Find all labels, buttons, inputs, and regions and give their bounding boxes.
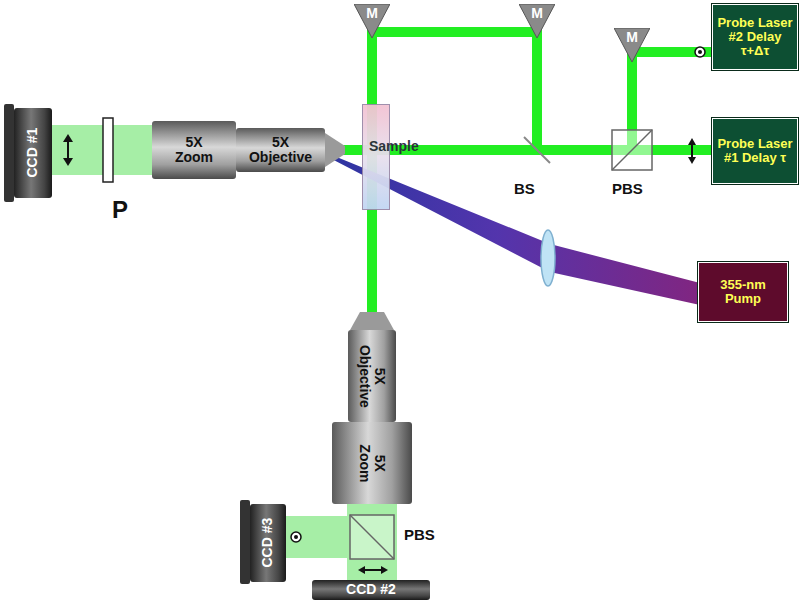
imaging-beam [286, 516, 350, 558]
mirror-label: M [531, 6, 543, 21]
pbs-label: PBS [404, 526, 435, 543]
probe-laser: Probe Laser #2 Delay τ+Δτ [712, 4, 798, 70]
beam-splitter-label: BS [514, 180, 535, 197]
objective-lens: 5X Objective [236, 128, 325, 172]
mirror-label: M [626, 30, 638, 45]
polarizer-label: P [112, 196, 128, 224]
imaging-beam [50, 125, 152, 175]
pbs-cube [350, 515, 394, 559]
probe-laser: Probe Laser #1 Delay τ [712, 118, 798, 184]
ccd-camera: CCD #1 [14, 108, 52, 198]
mirror-wedge [519, 4, 555, 38]
camera-plate [240, 500, 250, 584]
mirror-wedge [614, 28, 650, 62]
component-label: Probe Laser #2 Delay τ+Δτ [716, 16, 794, 59]
zoom-lens: 5X Zoom [152, 121, 236, 179]
mirror: M [614, 28, 650, 62]
mirror: M [354, 4, 390, 38]
objective-tip [325, 133, 345, 167]
component-label: 5X Zoom [357, 444, 388, 482]
component-label: 5X Zoom [175, 135, 213, 166]
beam-splitter [524, 137, 550, 163]
component-label: CCD #3 [260, 518, 275, 568]
component-label: CCD #1 [25, 128, 40, 178]
component-label: 5X Objective [249, 135, 312, 166]
ccd-camera: CCD #2 [312, 580, 430, 600]
pbs-cube [612, 130, 652, 170]
mirror: M [519, 4, 555, 38]
component-label: 355-nm Pump [702, 278, 784, 307]
objective-lens: 5X Objective [348, 330, 396, 422]
polarization-dot [291, 47, 705, 542]
mirror-wedge [354, 4, 390, 38]
ccd-camera: CCD #3 [250, 504, 286, 582]
component-label: CCD #2 [346, 582, 396, 597]
focusing-lens [541, 230, 555, 286]
component-label: 5X Objective [357, 344, 388, 407]
camera-plate [4, 104, 14, 202]
mirror-label: M [366, 6, 378, 21]
imaging-beam [347, 504, 397, 580]
polarizer [103, 118, 113, 182]
objective-tip [350, 312, 394, 330]
zoom-lens: 5X Zoom [332, 422, 412, 504]
probe-beam [372, 32, 537, 330]
component-label: Sample [369, 139, 419, 154]
pbs-label: PBS [612, 180, 643, 197]
pump-laser: 355-nm Pump [698, 262, 788, 322]
component-label: Probe Laser #1 Delay τ [716, 137, 794, 166]
sample-slab: Sample [362, 104, 390, 210]
